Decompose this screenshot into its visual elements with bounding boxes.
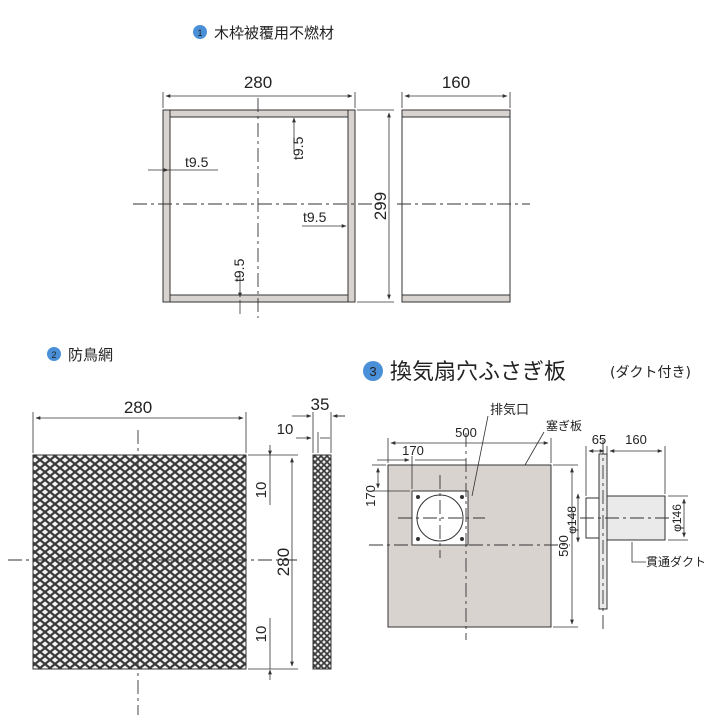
- section1-side-view: 160: [397, 73, 530, 303]
- mesh-margin-top-label: 10: [253, 482, 270, 499]
- front-board-right: [347, 109, 356, 303]
- section2-badge-icon: [47, 347, 61, 361]
- section1-front-view: [133, 98, 382, 318]
- dim-width-label: 280: [244, 73, 272, 92]
- mesh-side-panel: [312, 454, 332, 670]
- closing-board-front: [369, 433, 570, 640]
- board-width-label: 500: [455, 425, 477, 440]
- board-leader: [524, 431, 545, 466]
- bird-net-front: [8, 430, 300, 715]
- dim-height-label: 299: [371, 192, 390, 220]
- mesh-front-panel: [32, 454, 247, 670]
- section1-dim-height: 299: [357, 109, 394, 303]
- front-board-left: [162, 109, 171, 303]
- section3-dims-front: 500 170 170 500: [363, 425, 578, 628]
- side-panel: [401, 109, 511, 303]
- offset-y-label: 170: [363, 485, 378, 507]
- mesh-margin-bottom-label: 10: [253, 626, 270, 643]
- mesh-height-label: 280: [274, 548, 293, 576]
- exhaust-leader: [471, 415, 489, 497]
- duct-side-a-label: 65: [592, 432, 606, 447]
- section2-dim-width: 280: [32, 398, 247, 453]
- mesh-inner-label: 10: [277, 421, 294, 438]
- bird-net-side: 35 10: [277, 395, 345, 670]
- duct-side-view: 65 160 φ148 φ146 貫通ダクト: [565, 432, 706, 630]
- section1-dim-width: 280: [162, 73, 356, 108]
- t-top-label: t9.5: [290, 136, 306, 160]
- section1-header: 1 木枠被覆用不燃材: [193, 24, 334, 42]
- section3-callouts: 排気口 塞ぎ板: [471, 402, 582, 497]
- side-board-bottom: [401, 294, 511, 303]
- dim-depth-label: 160: [442, 73, 470, 92]
- section2-dim-height: 280 10 10: [248, 445, 298, 680]
- exhaust-label: 排気口: [490, 402, 529, 418]
- t-right-label: t9.5: [303, 209, 327, 225]
- section3-header: 3 換気扇穴ふさぎ板 (ダクト付き): [363, 360, 691, 385]
- section3-number: 3: [369, 364, 376, 379]
- section1-thickness-marks: t9.5 t9.5 t9.5 t9.5: [148, 117, 347, 314]
- side-board-top: [401, 109, 511, 118]
- mesh-width-label: 280: [124, 398, 152, 417]
- board-label: 塞ぎ板: [546, 418, 582, 433]
- front-board-top: [169, 109, 349, 118]
- section1-number: 1: [197, 28, 202, 38]
- section1-badge-icon: [193, 25, 207, 39]
- board-height-label: 500: [556, 535, 571, 557]
- section2-number: 2: [51, 350, 56, 360]
- section1-title: 木枠被覆用不燃材: [214, 24, 334, 42]
- section2-header: 2 防鳥網: [47, 346, 113, 364]
- section3-title: 換気扇穴ふさぎ板: [390, 360, 566, 385]
- closing-board-panel: [387, 464, 552, 628]
- section2-title: 防鳥網: [68, 346, 113, 364]
- front-board-bottom: [169, 294, 349, 303]
- duct-side-b-label: 160: [625, 432, 647, 447]
- offset-x-label: 170: [402, 443, 424, 458]
- t-left-label: t9.5: [185, 154, 209, 170]
- duct-label: 貫通ダクト: [646, 554, 706, 569]
- duct-leader: [631, 542, 646, 563]
- section3-badge-icon: [363, 361, 383, 381]
- duct-dia-outer-label: φ148: [565, 506, 579, 534]
- section3-subtitle: (ダクト付き): [610, 365, 691, 381]
- t-bottom-label: t9.5: [231, 258, 247, 282]
- mesh-depth-label: 35: [311, 395, 330, 414]
- front-panel-outer: [162, 109, 356, 303]
- duct-dia-inner-label: φ146: [670, 504, 684, 532]
